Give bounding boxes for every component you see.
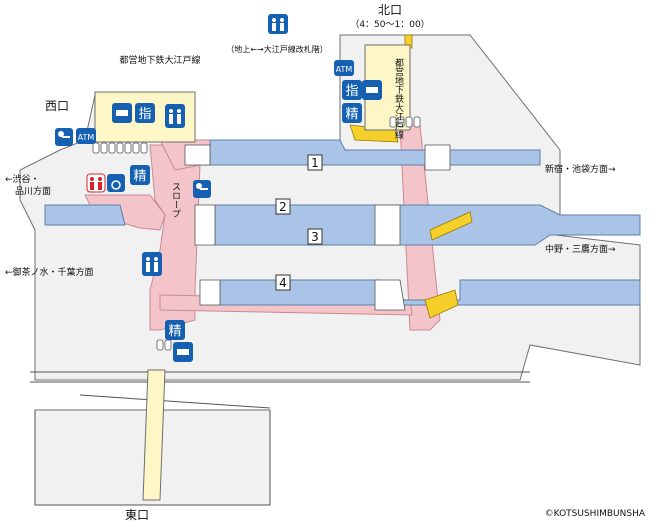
coin-locker-icon [55,128,73,146]
atm-icon: ATM [334,60,354,76]
platform-4-badge [275,274,291,291]
platform-1-label: 1 [311,156,319,170]
platform-4-label: 4 [279,276,287,290]
svg-text:ATM: ATM [78,133,95,142]
platform-2-label: 2 [279,200,287,214]
platform-1-badge [307,154,323,171]
direction-shinjuku: 新宿・池袋方面→ [545,163,616,175]
east-exit-corridor [142,369,166,501]
platform-3-label: 3 [311,230,319,244]
wheelchair-icon [107,174,125,192]
reserved-seat-office-icon: 指 [135,103,155,123]
direction-shibuya-line2: 品川方面 [15,185,51,197]
ticket-gate-icon [389,116,421,128]
svg-text:指: 指 [138,107,151,122]
ticket-vending-icon [362,80,382,100]
fare-adjustment-icon: 精 [342,103,362,123]
elevator-icon [165,104,185,128]
direction-shibuya-line1: ←渋谷・ [5,173,40,185]
fare-adjustment-icon: 精 [165,320,185,340]
north-exit-label: 北口 [378,3,402,17]
oedo-line-west-label: 都営地下鉄大江戸線 [119,54,200,66]
elevator-note: （地上←→大江戸線改札階） [226,44,327,54]
svg-text:ATM: ATM [336,65,353,74]
platform-numbers: 1 2 3 4 [275,154,323,291]
west-exit-label: 西口 [45,99,69,113]
ticket-vending-icon [173,342,193,362]
slope-label: スロープ [170,182,180,218]
direction-nakano: 中野・三鷹方面→ [545,243,616,255]
escalator-3 [424,289,459,319]
oedo-line-north-label: 都営地下鉄大江戸線 [393,58,404,139]
svg-text:指: 指 [345,84,358,99]
stairs-3 [199,279,221,306]
platform-1-shape [209,139,541,166]
fare-adjustment-icon: 精 [130,165,150,185]
platform-2-badge [275,198,291,215]
north-exit-hours: （4：50～1：00） [350,19,429,30]
elevator-icon [268,14,288,34]
reserved-seat-office-icon: 指 [342,80,362,100]
stairs-5 [374,279,406,311]
stairs [184,144,451,311]
ticket-vending-icon [112,103,132,123]
ground-lines [30,371,530,506]
platform-3-badge [307,228,323,245]
stairs-4 [374,204,401,246]
coin-locker-icon [193,180,211,198]
elevator-icon [142,252,162,276]
escalator-2 [429,211,473,241]
svg-text:精: 精 [168,324,181,339]
atm-icon: ATM [76,128,96,144]
svg-text:精: 精 [345,107,358,122]
stairs-6 [424,144,451,171]
copyright: ©KOTSUSHIMBUNSHA [545,509,646,519]
ticket-gate-icon [92,142,148,154]
toilet-icon [86,173,106,193]
stairs-1 [184,144,211,166]
platform-west-stub [44,204,126,226]
direction-ochanomizu: ←御茶ノ水・千葉方面 [5,266,94,278]
ticket-gates [92,116,421,351]
east-exit-label: 東口 [125,508,149,522]
svg-text:精: 精 [133,169,146,184]
stairs-2 [194,204,216,246]
